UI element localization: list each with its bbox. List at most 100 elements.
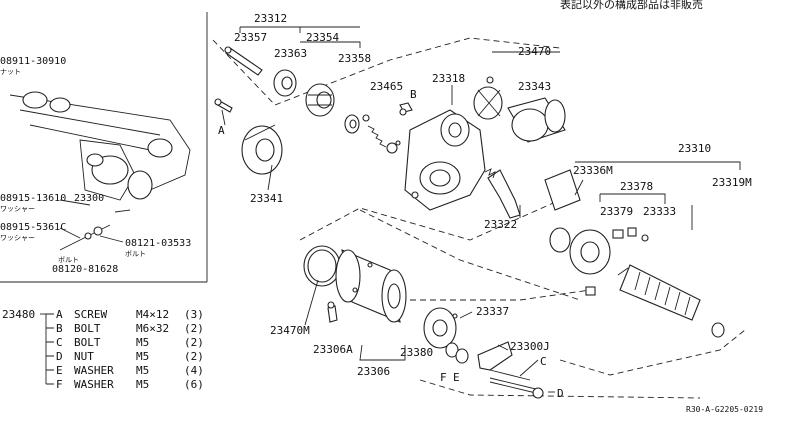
svg-text:08120-81628: 08120-81628	[52, 264, 118, 275]
callout-23310: 23310	[678, 142, 711, 155]
inset-label-08121: 08121-03533 ボルト	[125, 238, 191, 258]
callout-23343: 23343	[518, 80, 551, 93]
part-bolt-c	[489, 377, 541, 395]
callout-23333: 23333	[643, 205, 676, 218]
svg-text:ナット: ナット	[0, 68, 21, 76]
callout-e-low: E	[453, 371, 460, 384]
callout-23300j: 23300J	[510, 340, 550, 353]
svg-text:BOLT: BOLT	[74, 336, 101, 349]
svg-text:08121-03533: 08121-03533	[125, 238, 191, 249]
svg-text:WASHER: WASHER	[74, 378, 114, 391]
svg-text:C: C	[56, 336, 63, 349]
part-screw-a	[214, 98, 233, 113]
legend-row-d: D NUT M5 (2)	[56, 350, 204, 363]
legend-part-number: 23480	[2, 308, 35, 321]
callout-23357: 23357	[234, 31, 267, 44]
inset-label-08911: 08911-30910 ナット	[0, 56, 66, 76]
svg-text:08911-30910: 08911-30910	[0, 56, 66, 67]
svg-text:ワッシャー: ワッシャー	[0, 205, 35, 213]
legend-row-b: B BOLT M6×32 (2)	[56, 322, 204, 335]
part-23380-washer	[445, 342, 469, 364]
part-23341-end-cover	[241, 124, 283, 175]
part-23363-gear	[273, 69, 297, 97]
svg-text:(2): (2)	[184, 350, 204, 363]
svg-text:M4×12: M4×12	[136, 308, 169, 321]
callout-23380: 23380	[400, 346, 433, 359]
part-23470M-o-ring	[303, 245, 341, 287]
leader-lines	[221, 85, 584, 393]
callout-23379: 23379	[600, 205, 633, 218]
callout-23306: 23306	[357, 365, 390, 378]
callout-23465: 23465	[370, 80, 403, 93]
legend-row-c: C BOLT M5 (2)	[56, 336, 204, 349]
svg-text:NUT: NUT	[74, 350, 94, 363]
assembly-boundary	[212, 37, 746, 399]
header-note: 表記以外の構成部品は非販売	[560, 0, 703, 11]
svg-text:ボルト: ボルト	[58, 256, 79, 264]
callout-c-right: C	[540, 355, 547, 368]
svg-text:M5: M5	[136, 350, 149, 363]
part-screw-b-lower	[327, 301, 338, 323]
inset-label-23300: 23300	[74, 193, 104, 204]
callout-23336m: 23336M	[573, 164, 613, 177]
svg-text:M6×32: M6×32	[136, 322, 169, 335]
part-23337-plate	[423, 307, 458, 349]
part-23310-armature-brush-holder	[544, 169, 611, 275]
svg-text:(6): (6)	[184, 378, 204, 391]
inset-engine-sketch	[9, 91, 191, 251]
part-23354-pinion	[305, 83, 335, 117]
svg-text:A: A	[56, 308, 63, 321]
callout-23470: 23470	[518, 45, 551, 58]
callout-b-top: B	[410, 88, 417, 101]
legend-row-f: F WASHER M5 (6)	[56, 378, 204, 391]
svg-text:SCREW: SCREW	[74, 308, 107, 321]
svg-text:08915-5361C: 08915-5361C	[0, 222, 66, 233]
group-brackets	[239, 26, 741, 204]
inset-label-08915-b: 08915-5361C ワッシャー	[0, 222, 66, 242]
callout-23341: 23341	[250, 192, 283, 205]
inset-panel: 08911-30910 ナット 08915-13610 ワッシャー 23300 …	[0, 12, 208, 283]
part-nut-d	[532, 387, 544, 399]
callout-23378: 23378	[620, 180, 653, 193]
svg-text:ワッシャー: ワッシャー	[0, 234, 35, 242]
svg-text:(2): (2)	[184, 336, 204, 349]
svg-text:D: D	[56, 350, 63, 363]
svg-text:M5: M5	[136, 364, 149, 377]
part-23379-brush	[612, 227, 649, 242]
svg-text:E: E	[56, 364, 63, 377]
callout-23306a: 23306A	[313, 343, 353, 356]
legend-row-e: E WASHER M5 (4)	[56, 364, 204, 377]
callout-23354: 23354	[306, 31, 339, 44]
part-23465-spring-and-balls	[362, 114, 401, 154]
svg-text:ボルト: ボルト	[125, 250, 146, 258]
callout-a-left: A	[218, 124, 225, 137]
part-23358-washer	[344, 114, 360, 134]
callout-f-low: F	[440, 371, 447, 384]
part-23322-lever	[484, 168, 521, 219]
part-23343-solenoid	[507, 97, 566, 143]
legend-row-a: A SCREW M4×12 (3)	[56, 308, 204, 321]
svg-text:M5: M5	[136, 378, 149, 391]
svg-text:(2): (2)	[184, 322, 204, 335]
callout-d-low: D	[557, 387, 564, 400]
callout-23318: 23318	[432, 72, 465, 85]
part-23357-shaft	[224, 46, 263, 76]
part-23306-yoke	[335, 249, 407, 323]
svg-text:B: B	[56, 322, 63, 335]
svg-text:M5: M5	[136, 336, 149, 349]
part-bolt-b	[399, 102, 413, 116]
footer-code: R30-A-G2205-0219	[686, 405, 763, 414]
part-small-block	[585, 286, 596, 296]
callout-labels: 23312 23357 23354 23363 23358 23465 2331…	[218, 12, 752, 400]
inset-label-08120: 08120-81628 ボルト	[52, 256, 118, 275]
hardware-legend: 23480 A SCREW M4×12 (3) B BOLT M6×32 (2)…	[2, 308, 204, 391]
part-23300J-bracket	[477, 341, 531, 381]
callout-23358: 23358	[338, 52, 371, 65]
svg-text:08915-13610: 08915-13610	[0, 193, 66, 204]
callout-23337: 23337	[476, 305, 509, 318]
part-armature	[617, 205, 725, 338]
part-23470-switch	[473, 76, 503, 120]
inset-label-08915-a: 08915-13610 ワッシャー	[0, 193, 66, 213]
